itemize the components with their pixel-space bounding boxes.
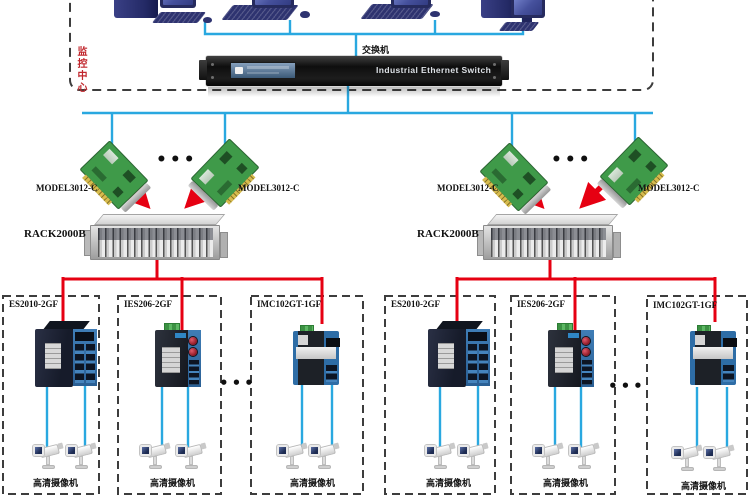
rack-label: RACK2000B (417, 228, 479, 240)
device-type-label: ES2010-2GF (9, 299, 59, 309)
rack-modules (491, 228, 606, 257)
keyboard-icon (151, 12, 207, 23)
rj45-ports (86, 344, 95, 383)
fiber-port-icon (326, 338, 340, 347)
rack-ear-icon (199, 60, 207, 80)
rack-chassis-icon (84, 210, 229, 262)
camera-group-label: 高清摄像机 (150, 478, 196, 488)
imc102gt-converter-icon (293, 325, 340, 385)
ellipsis: ••• (156, 150, 198, 170)
camera-icon (670, 443, 704, 475)
switch-reflection (208, 87, 500, 97)
camera-icon (456, 441, 490, 473)
camera-icon (174, 441, 208, 473)
monitor-stand-icon (522, 18, 532, 22)
rj45-ports (189, 360, 199, 385)
mouse-icon (203, 17, 212, 23)
rack-chassis-icon (477, 210, 622, 262)
card-label: MODEL3012-C (36, 183, 98, 193)
camera-group-frames (2, 295, 748, 495)
device-type-label: ES2010-2GF (391, 299, 441, 309)
rack-ear-icon (501, 60, 509, 80)
workstation-monitor-icon (160, 0, 196, 8)
ies206-switch-icon (155, 323, 201, 387)
rj45-ports (479, 344, 488, 383)
imc102gt-converter-icon (690, 325, 737, 385)
mouse-icon (430, 11, 440, 17)
camera-icon (275, 441, 309, 473)
camera-group-label: 高清摄像机 (290, 478, 336, 488)
industrial-ethernet-switch: Industrial Ethernet Switch (206, 56, 502, 86)
switch-port-panel (230, 62, 296, 79)
fiber-connector-icon (189, 348, 197, 356)
ellipsis: ••• (219, 374, 257, 392)
device-type-label: IMC102GT-1GF (653, 300, 718, 310)
camera-icon (567, 441, 601, 473)
mouse-icon (300, 11, 310, 18)
fiber-links (61, 258, 717, 330)
camera-icon (423, 441, 457, 473)
camera-group-label: 高清摄像机 (426, 478, 472, 488)
device-type-label: IMC102GT-1GF (257, 299, 322, 309)
workstation-monitor-icon (391, 0, 431, 8)
es2010-switch-icon (428, 321, 490, 387)
rj45-ports (75, 344, 84, 383)
ellipsis: ••• (608, 377, 646, 395)
fiber-port-icon (468, 332, 487, 341)
ies206-switch-icon (548, 323, 594, 387)
workstation-monitor-icon (252, 0, 294, 8)
switch-name: Industrial Ethernet Switch (376, 65, 492, 75)
rack-modules (98, 228, 213, 257)
workstation-tower-icon (114, 0, 158, 18)
workstation-tower-icon (481, 0, 519, 18)
fiber-port-icon (723, 338, 737, 347)
camera-group-label: 高清摄像机 (543, 478, 589, 488)
device-type-label: IES206-2GF (124, 299, 173, 309)
camera-group-label: 高清摄像机 (681, 481, 727, 491)
monitoring-center-frame (69, 0, 654, 91)
es2010-switch-icon (35, 321, 97, 387)
rj45-ports (468, 344, 477, 383)
device-type-label: IES206-2GF (517, 299, 566, 309)
keyboard-icon (498, 22, 540, 31)
fiber-connector-icon (189, 337, 197, 345)
camera-icon (64, 441, 98, 473)
rj45-ports (326, 365, 337, 382)
rj45-ports (723, 365, 734, 382)
rj45-port-icon (235, 67, 243, 74)
monitoring-center-label: 监控中心 (75, 46, 86, 94)
card-label: MODEL3012-C (638, 183, 700, 193)
fiber-port-icon (75, 332, 94, 341)
fiber-connector-icon (582, 337, 590, 345)
workstation-monitor-icon (511, 0, 545, 18)
camera-icon (531, 441, 565, 473)
rj45-ports (582, 360, 592, 385)
switch-label: 交换机 (362, 45, 390, 55)
card-label: MODEL3012-C (437, 183, 499, 193)
camera-icon (138, 441, 172, 473)
camera-icon (31, 441, 65, 473)
camera-icon (307, 441, 341, 473)
rack-label: RACK2000B (24, 228, 86, 240)
fiber-connector-icon (582, 348, 590, 356)
camera-group-label: 高清摄像机 (33, 478, 79, 488)
card-label: MODEL3012-C (238, 183, 300, 193)
camera-icon (702, 443, 736, 475)
ellipsis: ••• (551, 150, 593, 170)
